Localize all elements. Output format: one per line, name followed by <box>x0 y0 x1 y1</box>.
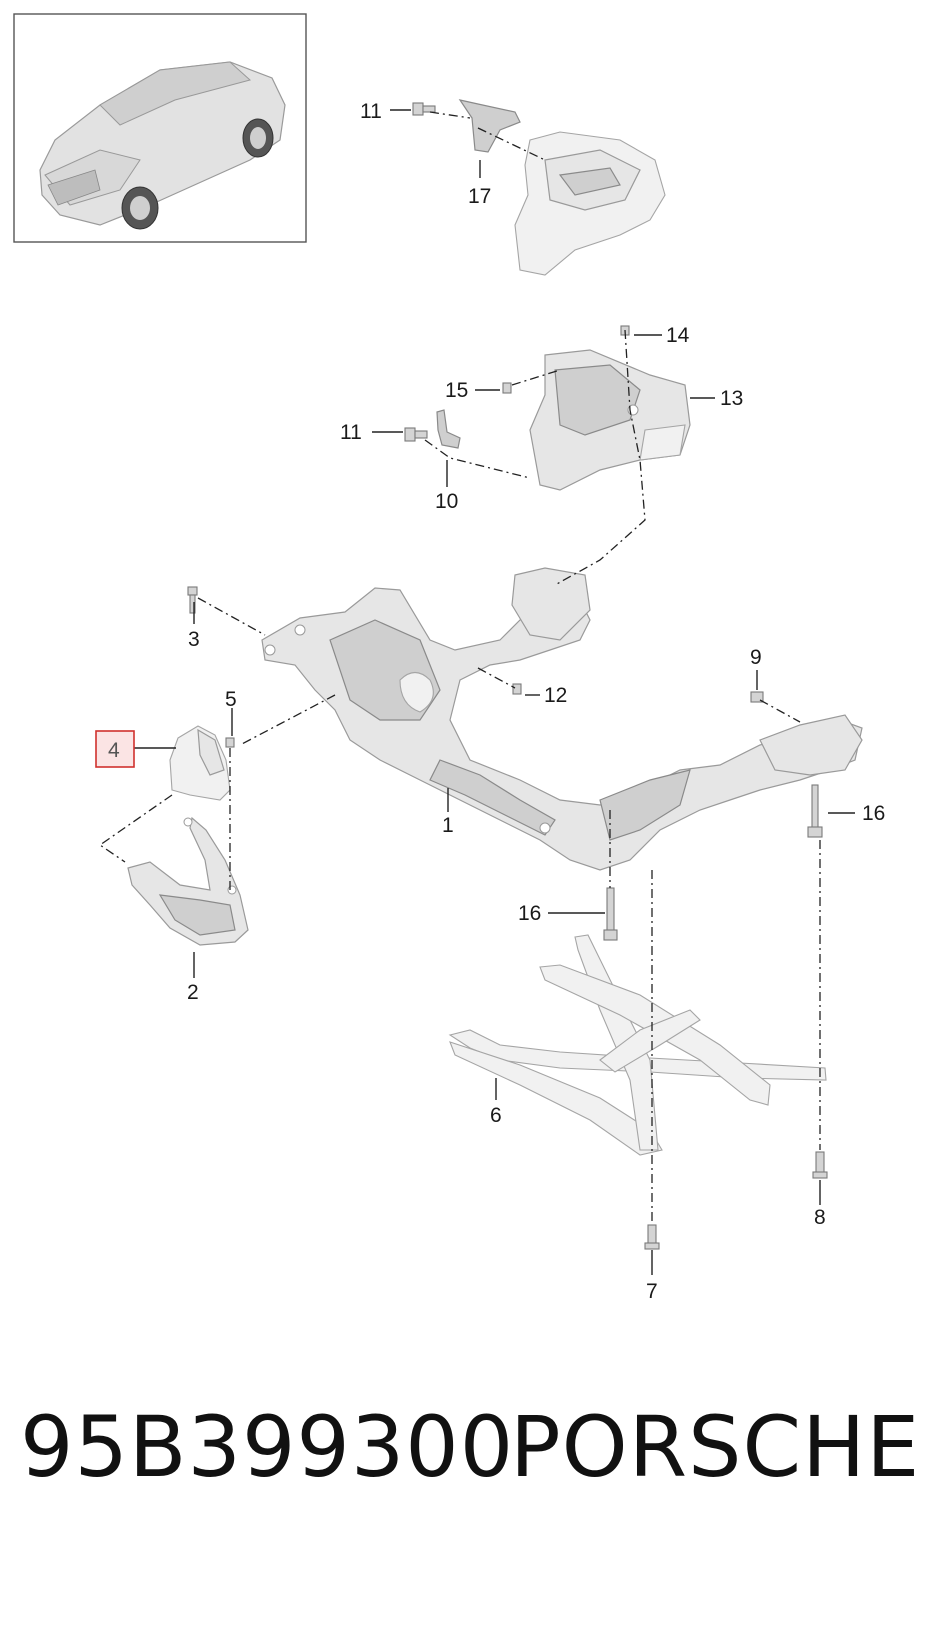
callout-8[interactable]: 8 <box>814 1206 826 1229</box>
callout-4[interactable]: 4 <box>108 739 120 762</box>
callout-7[interactable]: 7 <box>646 1280 658 1303</box>
shield-4 <box>169 725 231 801</box>
bolt-16-left <box>603 887 618 941</box>
bolt-8 <box>812 1151 828 1179</box>
callout-11-lower[interactable]: 11 <box>340 421 362 444</box>
bolt-16-right <box>807 784 823 838</box>
callout-6[interactable]: 6 <box>490 1104 502 1127</box>
vehicle-thumbnail <box>13 13 307 243</box>
callout-labels: 11 17 14 13 15 11 10 3 5 4 12 9 16 1 16 … <box>108 100 885 1303</box>
subframe-1 <box>261 567 863 871</box>
part-number: 95B399300 <box>20 1398 515 1496</box>
bolt-11-lower <box>404 427 428 442</box>
bolt-11-upper <box>412 102 436 116</box>
bolt-7 <box>644 1224 660 1250</box>
cross-brace-6 <box>448 934 827 1156</box>
assembly-lines <box>98 111 821 1222</box>
callout-1[interactable]: 1 <box>442 814 454 837</box>
callout-5[interactable]: 5 <box>225 688 237 711</box>
callout-3[interactable]: 3 <box>188 628 200 651</box>
callout-13[interactable]: 13 <box>720 387 743 410</box>
bolt-3 <box>187 586 198 614</box>
clip-15 <box>502 382 512 394</box>
nut-9 <box>750 691 764 703</box>
brand-name: PORSCHE <box>510 1398 921 1496</box>
callout-16-left[interactable]: 16 <box>518 902 541 925</box>
callout-14[interactable]: 14 <box>666 324 690 347</box>
clip-12 <box>512 683 522 695</box>
heat-shield-13 <box>529 349 691 491</box>
bracket-2 <box>127 816 249 946</box>
callout-9[interactable]: 9 <box>750 646 762 669</box>
callout-12[interactable]: 12 <box>544 684 567 707</box>
callout-15[interactable]: 15 <box>445 379 468 402</box>
callout-16-right[interactable]: 16 <box>862 802 885 825</box>
bracket-10 <box>436 409 461 449</box>
upper-cover-part <box>514 131 666 276</box>
callout-11-upper[interactable]: 11 <box>360 100 382 123</box>
vehicle-thumbnail-icon <box>39 61 286 230</box>
callout-17[interactable]: 17 <box>468 185 491 208</box>
bolt-5 <box>225 737 235 748</box>
callout-2[interactable]: 2 <box>187 981 199 1004</box>
highlight-box <box>95 730 135 768</box>
leader-lines <box>134 109 855 1275</box>
callout-10[interactable]: 10 <box>435 490 458 513</box>
bracket-17 <box>458 99 521 153</box>
